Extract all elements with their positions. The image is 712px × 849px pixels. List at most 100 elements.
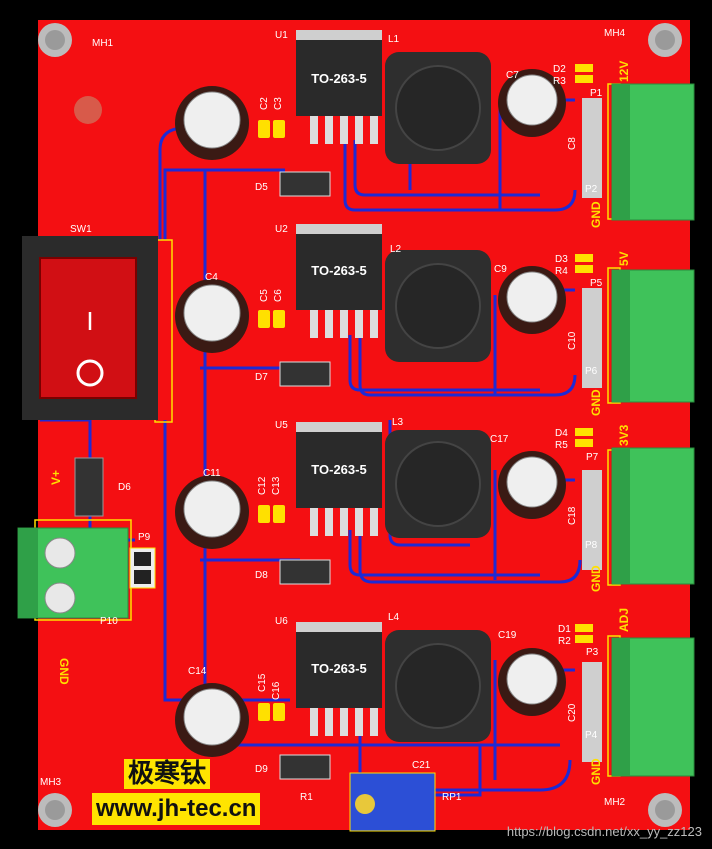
svg-text:R3: R3 bbox=[553, 76, 566, 87]
svg-text:U5: U5 bbox=[275, 420, 288, 431]
svg-text:C4: C4 bbox=[205, 272, 218, 283]
svg-text:P4: P4 bbox=[585, 730, 598, 741]
svg-text:P6: P6 bbox=[585, 366, 598, 377]
trimmer-pot-rp1 bbox=[349, 772, 436, 832]
svg-text:TO-263-5: TO-263-5 bbox=[311, 71, 366, 86]
svg-text:D3: D3 bbox=[555, 254, 568, 265]
gnd-label-2: GND bbox=[589, 389, 603, 416]
svg-text:U2: U2 bbox=[275, 224, 288, 235]
svg-text:P2: P2 bbox=[585, 184, 598, 195]
regulator-u5: TO-263-5 bbox=[296, 422, 382, 536]
svg-text:C7: C7 bbox=[506, 70, 519, 81]
svg-text:R1: R1 bbox=[300, 792, 313, 803]
svg-text:P5: P5 bbox=[590, 278, 603, 289]
gnd-label-4: GND bbox=[589, 758, 603, 785]
fiducial-mark bbox=[74, 96, 102, 124]
mounting-hole-mh3 bbox=[38, 793, 72, 827]
diode-d7 bbox=[279, 361, 331, 387]
svg-text:L3: L3 bbox=[392, 417, 404, 428]
header-p9 bbox=[129, 547, 156, 589]
terminal-5v bbox=[611, 269, 695, 403]
svg-text:D6: D6 bbox=[118, 482, 131, 493]
svg-text:C15: C15 bbox=[257, 673, 268, 692]
headers-outputs bbox=[582, 98, 602, 762]
label-3v3: 3V3 bbox=[617, 424, 631, 446]
svg-text:C12: C12 bbox=[257, 476, 268, 495]
label-5v: 5V bbox=[617, 251, 631, 266]
diode-d9 bbox=[279, 754, 331, 780]
capacitor-c19 bbox=[498, 648, 566, 716]
svg-text:D9: D9 bbox=[255, 764, 268, 775]
label-adj: ADJ bbox=[617, 608, 631, 632]
svg-text:GND: GND bbox=[57, 658, 71, 685]
svg-text:C2: C2 bbox=[259, 97, 270, 110]
svg-text:TO-263-5: TO-263-5 bbox=[311, 661, 366, 676]
inductor-l1 bbox=[385, 52, 491, 164]
svg-text:C17: C17 bbox=[490, 434, 509, 445]
terminal-adj bbox=[611, 637, 695, 777]
svg-text:P1: P1 bbox=[590, 88, 603, 99]
svg-text:C6: C6 bbox=[273, 289, 284, 302]
svg-text:L1: L1 bbox=[388, 34, 400, 45]
regulator-u2: TO-263-5 bbox=[296, 224, 382, 338]
svg-text:P3: P3 bbox=[586, 647, 599, 658]
inductor-l4 bbox=[385, 630, 491, 742]
diode-d6 bbox=[74, 457, 104, 517]
switch-off-symbol bbox=[76, 359, 104, 387]
svg-text:U1: U1 bbox=[275, 30, 288, 41]
capacitor-c7 bbox=[498, 69, 566, 137]
svg-text:RP1: RP1 bbox=[442, 792, 462, 803]
svg-text:C14: C14 bbox=[188, 666, 207, 677]
svg-text:D8: D8 bbox=[255, 570, 268, 581]
label-12v: 12V bbox=[617, 61, 631, 82]
svg-text:SW1: SW1 bbox=[70, 224, 92, 235]
svg-text:P9: P9 bbox=[138, 532, 151, 543]
capacitor-c11 bbox=[175, 475, 249, 549]
regulator-u1: TO-263-5 bbox=[296, 30, 382, 144]
svg-text:D1: D1 bbox=[558, 624, 571, 635]
watermark-text: https://blog.csdn.net/xx_yy_zz123 bbox=[506, 824, 702, 839]
svg-text:C9: C9 bbox=[494, 264, 507, 275]
svg-text:U6: U6 bbox=[275, 616, 288, 627]
svg-text:MH1: MH1 bbox=[92, 38, 114, 49]
capacitor-c1 bbox=[175, 86, 249, 160]
svg-text:MH4: MH4 bbox=[604, 28, 626, 39]
brand-url: www.jh-tec.cn bbox=[92, 793, 261, 825]
svg-text:D5: D5 bbox=[255, 182, 268, 193]
svg-text:V+: V+ bbox=[49, 470, 63, 485]
svg-text:C21: C21 bbox=[412, 760, 431, 771]
rocker-switch-sw1: I bbox=[22, 236, 158, 420]
svg-text:C5: C5 bbox=[259, 289, 270, 302]
gnd-label-3: GND bbox=[589, 565, 603, 592]
mounting-hole-mh4 bbox=[648, 23, 682, 57]
capacitor-c14 bbox=[175, 683, 249, 757]
svg-text:R2: R2 bbox=[558, 636, 571, 647]
svg-text:P10: P10 bbox=[100, 616, 118, 627]
mounting-hole-mh1 bbox=[38, 23, 72, 57]
svg-text:R4: R4 bbox=[555, 266, 568, 277]
svg-text:C11: C11 bbox=[203, 468, 221, 479]
svg-text:MH3: MH3 bbox=[40, 777, 62, 788]
terminal-3v3 bbox=[611, 447, 695, 585]
svg-text:C13: C13 bbox=[271, 476, 282, 495]
capacitor-c4 bbox=[175, 279, 249, 353]
svg-text:TO-263-5: TO-263-5 bbox=[311, 263, 366, 278]
svg-text:C16: C16 bbox=[271, 681, 282, 700]
svg-text:C19: C19 bbox=[498, 630, 517, 641]
diode-d8 bbox=[279, 559, 331, 585]
svg-text:C20: C20 bbox=[567, 703, 578, 722]
svg-text:R5: R5 bbox=[555, 440, 568, 451]
svg-text:TO-263-5: TO-263-5 bbox=[311, 462, 366, 477]
inductor-l3 bbox=[385, 430, 491, 538]
svg-text:D4: D4 bbox=[555, 428, 568, 439]
diode-d5 bbox=[279, 171, 331, 197]
regulator-u6: TO-263-5 bbox=[296, 622, 382, 736]
mounting-hole-mh2 bbox=[648, 793, 682, 827]
svg-text:P8: P8 bbox=[585, 540, 598, 551]
capacitor-c17 bbox=[498, 451, 566, 519]
svg-text:L2: L2 bbox=[390, 244, 402, 255]
switch-on-symbol: I bbox=[86, 306, 93, 336]
terminal-12v bbox=[611, 83, 695, 221]
input-terminal-p10 bbox=[17, 527, 129, 619]
